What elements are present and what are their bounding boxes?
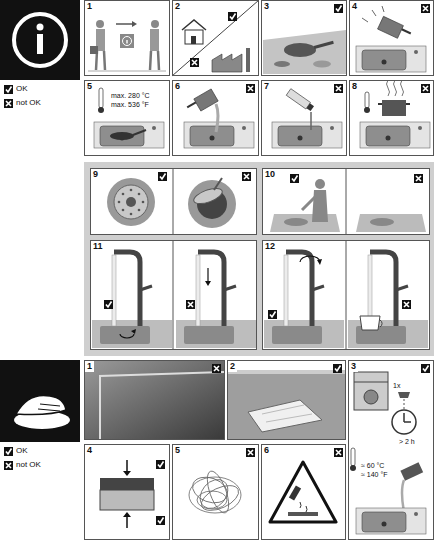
spec-label: > 2 h: [399, 437, 415, 446]
step-number: 2: [228, 361, 237, 372]
legend-label: OK: [16, 84, 28, 94]
step-panel: 8: [349, 80, 434, 156]
step-panel: 11: [90, 240, 257, 350]
grey-band: [84, 162, 434, 356]
spec-label: max. 536 °F: [111, 100, 149, 109]
step-number: 12: [263, 241, 277, 252]
step-panel: 2: [227, 360, 346, 440]
step-number: 3: [262, 1, 271, 12]
pouring-picture: [184, 84, 255, 148]
cloth-picture: [228, 364, 345, 439]
spec-label: max. 280 °C: [111, 91, 150, 100]
step-number: 5: [173, 445, 182, 456]
step-number: 1: [85, 361, 94, 372]
step-panel: 6: [261, 444, 346, 540]
step-number: 6: [173, 81, 182, 92]
step-panel: 1: [84, 360, 225, 440]
step-number: 10: [263, 169, 277, 180]
descaling-picture: [350, 364, 430, 534]
step-panel: 4: [349, 0, 434, 76]
supervise-picture: [270, 168, 426, 235]
tap-picture: [92, 240, 256, 350]
household-picture: [172, 0, 259, 76]
info-icon: [0, 0, 80, 80]
step-panel: 2: [172, 0, 259, 76]
legend-label: not OK: [16, 98, 41, 108]
step-number: 4: [350, 1, 359, 12]
step-panel: 4: [84, 444, 170, 540]
spec-label: ≈ 60 °C: [361, 461, 384, 470]
chemical-tube-picture: [272, 84, 343, 148]
dropping-pot-picture: [356, 4, 430, 72]
step-number: 6: [262, 445, 271, 456]
step-panel: 10: [262, 168, 430, 235]
tap-swivel-picture: [264, 240, 428, 350]
warning-picture: [270, 448, 343, 522]
steel-wool-picture: [189, 469, 242, 516]
sponge-picture: [100, 460, 165, 528]
drain-picture: [107, 168, 251, 235]
step-panel: 5 max. 280 °Cmax. 536 °F: [84, 80, 170, 156]
step-number: 2: [173, 1, 182, 12]
step-panel: 9: [90, 168, 257, 235]
step-number: 8: [350, 81, 359, 92]
step-panel: 3: [261, 0, 347, 76]
step-panel: 6: [172, 80, 259, 156]
legend-label: not OK: [16, 460, 41, 470]
step-number: 7: [262, 81, 271, 92]
spec-label: 1x: [393, 381, 400, 390]
step-panel: 7: [261, 80, 347, 156]
cleaning-icon: [0, 360, 80, 442]
step-panel: 12: [262, 240, 430, 350]
spec-label: ≈ 140 °F: [361, 470, 388, 479]
step-number: 9: [91, 169, 100, 180]
step-number: 11: [91, 241, 105, 252]
step-panel: 3 1x > 2 h ≈ 60 °C≈ 140 °F: [348, 360, 434, 540]
handover-picture: [88, 20, 166, 71]
step-panel: 1: [84, 0, 170, 76]
hot-pot-picture: [360, 80, 430, 148]
step-number: 1: [85, 1, 94, 12]
step-panel: 5: [172, 444, 259, 540]
legend-label: OK: [16, 446, 28, 456]
surface-picture: [85, 361, 224, 439]
surface-picture: [263, 4, 346, 74]
step-number: 4: [85, 445, 94, 456]
step-number: 3: [349, 361, 358, 372]
hot-pan-picture: [94, 88, 164, 148]
step-number: 5: [85, 81, 94, 92]
